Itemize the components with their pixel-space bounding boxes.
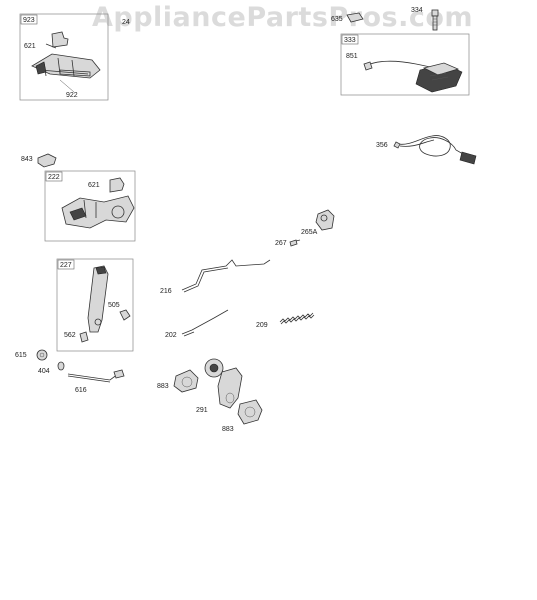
- part-883-gasket-b: [237, 399, 263, 425]
- part-216-link: [181, 259, 271, 293]
- callout-562: 562: [64, 332, 76, 339]
- callout-635: 635: [331, 16, 343, 23]
- part-883-gasket-a: [173, 369, 199, 393]
- part-334-screw: [431, 9, 439, 31]
- part-922-bracket: [31, 53, 101, 93]
- callout-621-b: 621: [88, 182, 100, 189]
- group-333[interactable]: 333 851: [340, 33, 470, 96]
- callout-922: 922: [66, 92, 78, 99]
- callout-265a: 265A: [301, 229, 318, 236]
- callout-227: 227: [60, 262, 72, 269]
- callout-222: 222: [48, 174, 60, 181]
- part-267-screw: [289, 239, 301, 247]
- callout-505: 505: [108, 302, 120, 309]
- part-616-rod: [67, 369, 125, 383]
- callout-923: 923: [23, 17, 35, 24]
- callout-202: 202: [165, 332, 177, 339]
- part-202-link: [181, 309, 229, 337]
- callout-883-b: 883: [222, 426, 234, 433]
- part-621-clip-a: [45, 31, 69, 49]
- callout-216: 216: [160, 288, 172, 295]
- part-222-bracket: [61, 195, 135, 229]
- callout-621-a: 621: [24, 43, 36, 50]
- callout-24: 24: [122, 19, 130, 26]
- group-222[interactable]: 222 621: [44, 170, 136, 242]
- callout-404: 404: [38, 368, 50, 375]
- group-923[interactable]: 923 621 922: [19, 13, 109, 101]
- part-851-module: [363, 60, 463, 93]
- callout-616: 616: [75, 387, 87, 394]
- callout-356: 356: [376, 142, 388, 149]
- part-635: [346, 12, 364, 23]
- callout-333: 333: [344, 37, 356, 44]
- part-209-spring: [279, 312, 315, 325]
- callout-851: 851: [346, 53, 358, 60]
- part-265a: [315, 209, 335, 231]
- callout-334: 334: [411, 7, 423, 14]
- part-621-clip-b: [109, 177, 125, 193]
- part-404-washer: [57, 361, 65, 371]
- callout-209: 209: [256, 322, 268, 329]
- group-227[interactable]: 227 505 562: [56, 258, 134, 352]
- part-843: [37, 153, 57, 168]
- part-227-lever: [79, 265, 131, 343]
- part-291-carburetor: [204, 358, 243, 409]
- callout-267: 267: [275, 240, 287, 247]
- callout-291: 291: [196, 407, 208, 414]
- callout-883-a: 883: [157, 383, 169, 390]
- callout-615: 615: [15, 352, 27, 359]
- part-615-nut: [36, 349, 48, 361]
- callout-843: 843: [21, 156, 33, 163]
- part-356-harness: [393, 135, 477, 165]
